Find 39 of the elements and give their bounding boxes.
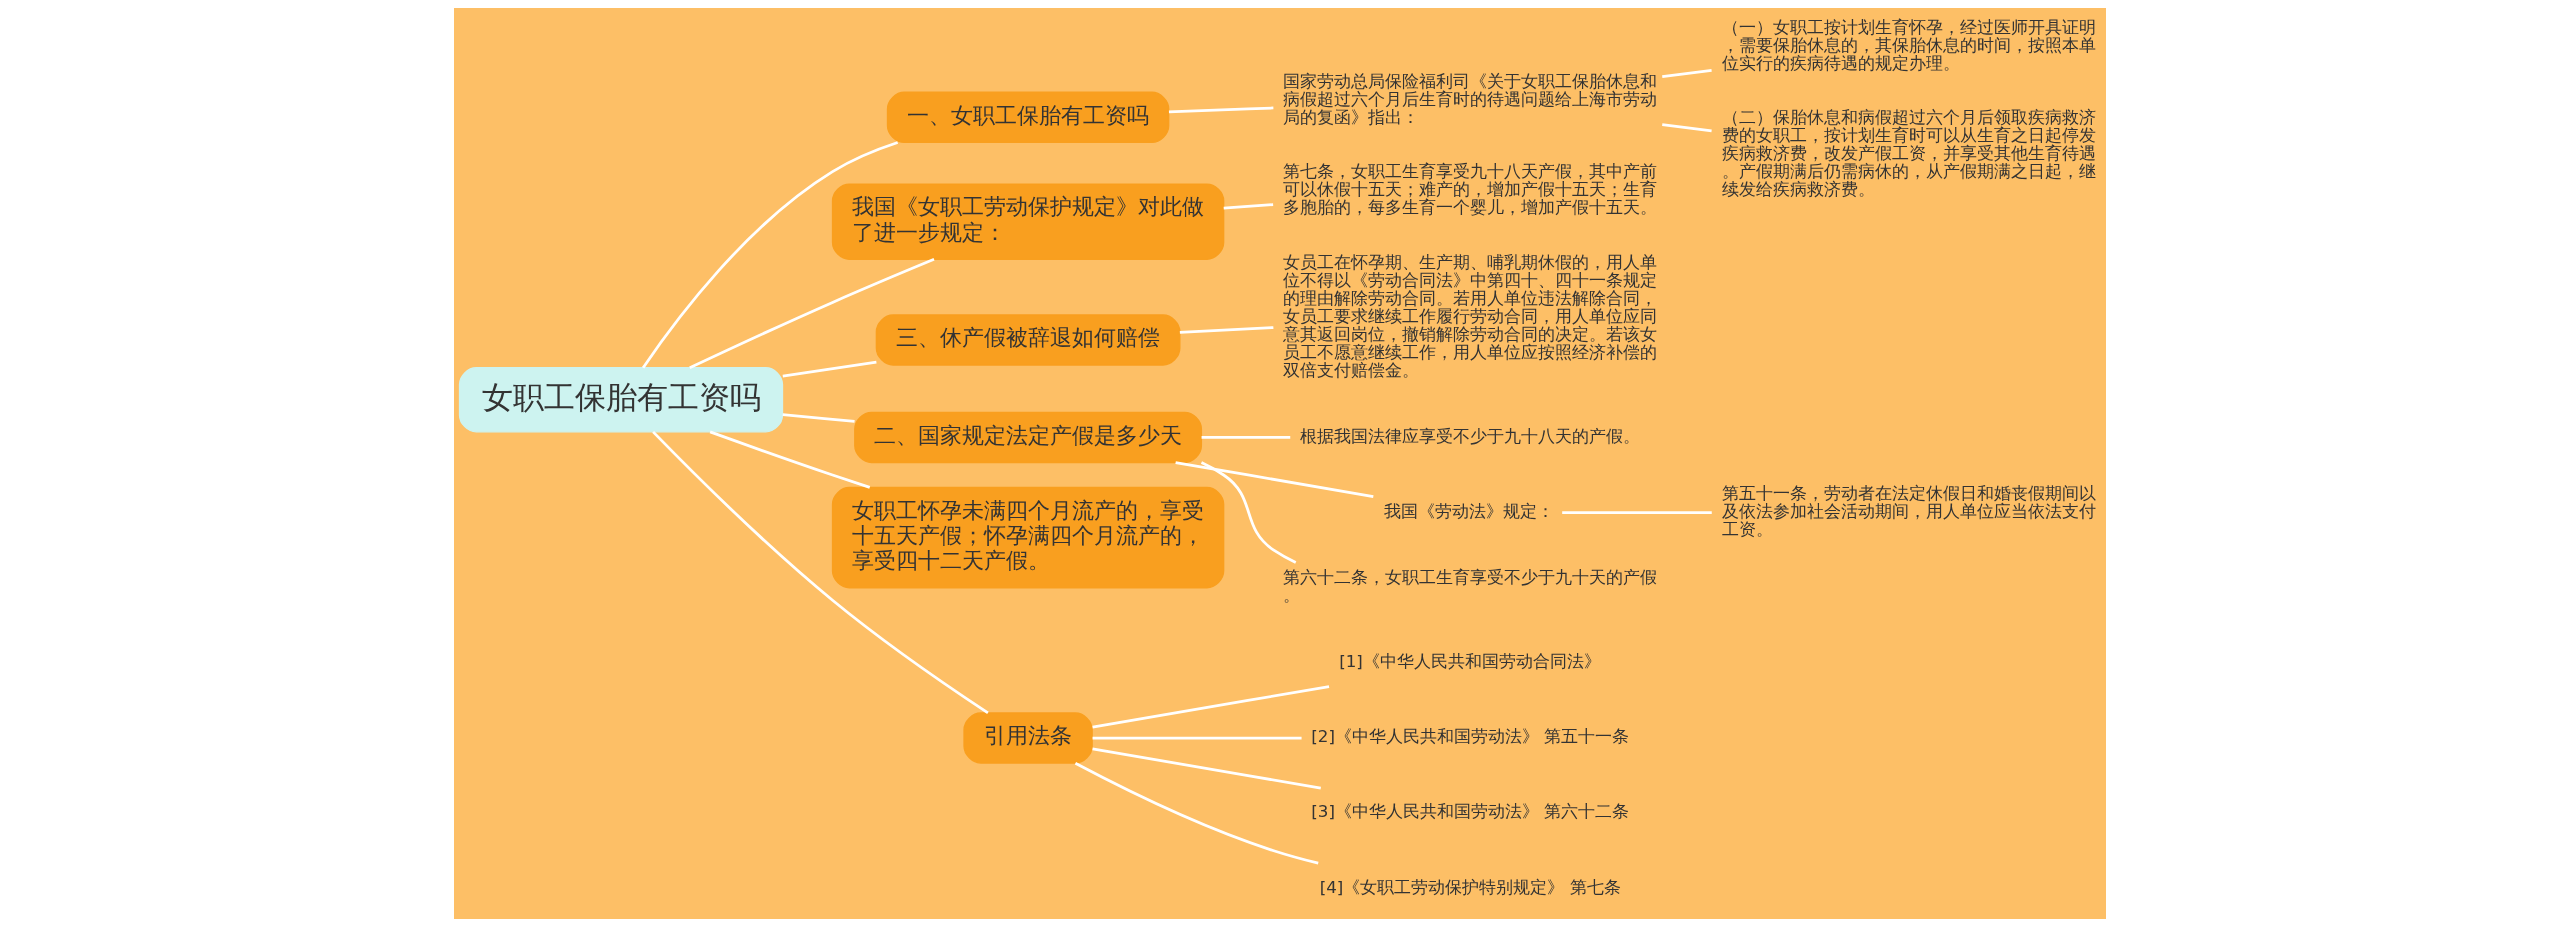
- node-text: [4]《女职工劳动保护特别规定》 第七条: [1319, 876, 1621, 897]
- connector: [1092, 736, 1302, 740]
- node-box: 三、休产假被辞退如何赔偿: [875, 314, 1181, 366]
- node-text: 我国《劳动法》规定：: [1383, 500, 1554, 521]
- node-box: 引用法条: [963, 712, 1093, 764]
- connector: [1092, 747, 1321, 790]
- connector: [1179, 326, 1274, 334]
- connector: [689, 258, 935, 369]
- node-box: 我国《女职工劳动保护规定》对此做了进一步规定：: [831, 183, 1225, 260]
- connector: [1200, 461, 1297, 564]
- node-text: 国家劳动总局保险福利司《关于女职工保胎休息和病假超过六个月后生育时的待遇问题给上海市劳动局的复函》指出：: [1283, 70, 1658, 128]
- node-text: （一）女职工按计划生育怀孕，经过医师开具证明，需要保胎休息的，其保胎休息的时间，按照本单位实行的疾病待遇的规定办理。: [1721, 16, 2096, 73]
- connector: [782, 360, 877, 378]
- node-text: [3]《中华人民共和国劳动法》 第六十二条: [1311, 801, 1630, 822]
- connector: [1168, 106, 1274, 114]
- connector: [1223, 203, 1274, 210]
- node-text: 第七条，女职工生育享受九十八天产假，其中产前可以休假十五天；难产的，增加产假十五天；生育多胞胎的，每多生育一个婴儿，增加产假十五天。: [1283, 161, 1658, 218]
- node-box: 女职工保胎有工资吗: [458, 367, 784, 433]
- connector: [1201, 436, 1291, 439]
- node-text: [1]《中华人民共和国劳动合同法》: [1339, 651, 1601, 672]
- node-text: 第五十一条，劳动者在法定休假日和婚丧假期间以及依法参加社会活动期间，用人单位应当依法支付工资。: [1721, 482, 2096, 539]
- connector: [652, 430, 989, 715]
- node-text: （二）保胎休息和病假超过六个月后领取疾病救济费的女职工，按计划生育时可以从生育之日起停发疾病救济费，改发产假工资，并享受其他生育待遇。产假期满后仍需病休的，从产假期满之日起，继续发给疾病救济费。: [1721, 107, 2096, 200]
- connector: [1662, 123, 1712, 133]
- connector: [1074, 762, 1319, 865]
- node-text: 第六十二条，女职工生育享受不少于九十天的产假。: [1283, 566, 1658, 606]
- node-box: 二、国家规定法定产假是多少天: [854, 411, 1203, 464]
- connector: [782, 413, 855, 423]
- node-text: 女员工在怀孕期、生产期、哺乳期休假的，用人单位不得以《劳动合同法》中第四十、四十一条规定的理由解除劳动合同。若用人单位违法解除合同，女员工要求继续工作履行劳动合同，用人单位应同意其返回岗位，撤销解除劳动合同的决定。若该女员工不愿意继续工作，用人单位应按照经济补偿的双倍支付赔偿金。: [1283, 251, 1658, 381]
- node-text: 根据我国法律应享受不少于九十八天的产假。: [1300, 425, 1641, 446]
- connector: [642, 141, 899, 369]
- connector: [1562, 511, 1712, 514]
- node-box: 女职工怀孕未满四个月流产的，享受十五天产假；怀孕满四个月流产的，享受四十二天产假。: [831, 486, 1225, 589]
- connector: [1092, 685, 1330, 729]
- node-text: [2]《中华人民共和国劳动法》 第五十一条: [1311, 726, 1630, 747]
- connector: [1175, 461, 1374, 498]
- connector: [1662, 69, 1712, 78]
- node-box: 一、女职工保胎有工资吗: [886, 91, 1170, 144]
- connector: [709, 430, 871, 489]
